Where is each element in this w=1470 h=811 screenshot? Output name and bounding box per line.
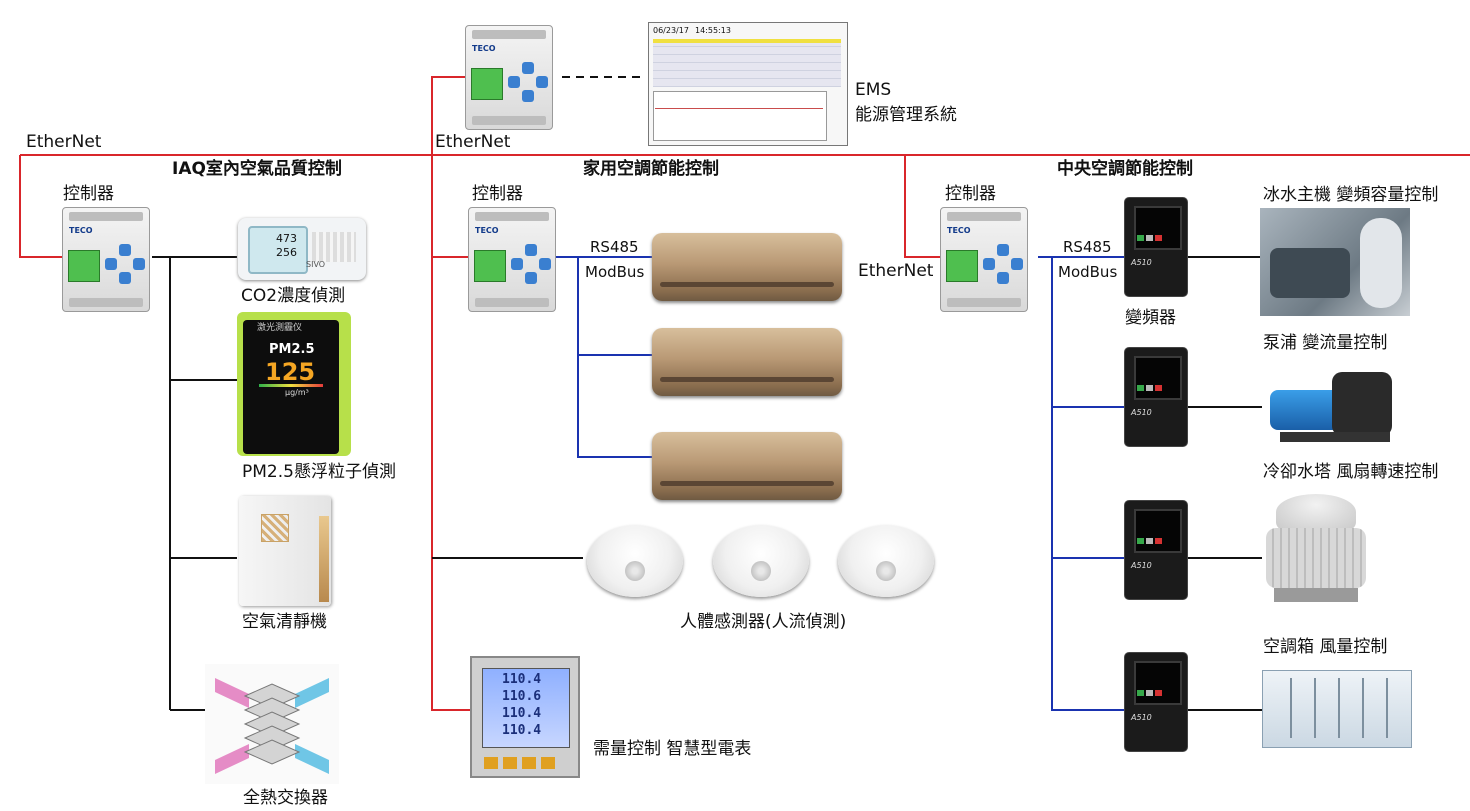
air-purifier xyxy=(239,496,331,606)
section-title-central-ac: 中央空調節能控制 xyxy=(1057,159,1193,179)
vfd-model: A510 xyxy=(1131,408,1152,417)
cooling-tower-label: 冷卻水塔 風扇轉速控制 xyxy=(1263,462,1439,482)
vfd-model: A510 xyxy=(1131,561,1152,570)
vfd-inverter: A510 xyxy=(1124,500,1188,600)
ethernet-label-center: EtherNet xyxy=(435,132,511,152)
vfd-inverter: A510 xyxy=(1124,197,1188,297)
home-ac-plc-controller: TECO xyxy=(468,207,556,312)
iaq-plc-controller: TECO xyxy=(62,207,150,312)
ems-title: EMS xyxy=(855,80,892,100)
modbus-lines xyxy=(556,256,1124,711)
modbus-label-home: ModBus xyxy=(585,263,645,281)
pir-sensor xyxy=(713,525,809,597)
ems-plc-controller: TECO xyxy=(465,25,553,130)
pir-sensor xyxy=(587,525,683,597)
pm25-meter: 激光測霾仪 PM2.5 125 μg/m³ xyxy=(237,312,351,456)
ethernet-label-left: EtherNet xyxy=(26,132,102,152)
chiller-photo xyxy=(1260,208,1410,316)
smart-meter: 110.4 110.6 110.4 110.4 xyxy=(470,656,580,778)
meter-reading-2: 110.6 xyxy=(502,689,542,704)
ahu-label: 空調箱 風量控制 xyxy=(1263,637,1388,657)
vfd-inverter: A510 xyxy=(1124,347,1188,447)
iaq-device-label-co2: CO2濃度偵測 xyxy=(241,286,346,306)
section-title-iaq: IAQ室內空氣品質控制 xyxy=(172,159,342,179)
section-title-home-ac: 家用空調節能控制 xyxy=(583,159,719,179)
ahu-photo xyxy=(1258,660,1414,752)
pm25-value: 125 xyxy=(265,358,316,386)
meter-reading-1: 110.4 xyxy=(502,672,542,687)
rs485-label-home: RS485 xyxy=(590,238,639,256)
meter-reading-4: 110.4 xyxy=(502,723,542,738)
pm25-header: 激光測霾仪 xyxy=(257,323,303,333)
ems-subtitle: 能源管理系統 xyxy=(855,105,957,125)
co2-brand: SIVO xyxy=(306,260,326,269)
chiller-label: 冰水主機 變頻容量控制 xyxy=(1263,185,1439,205)
pir-sensor xyxy=(838,525,934,597)
ac-indoor-unit xyxy=(652,328,842,396)
controller-label-central: 控制器 xyxy=(945,184,996,204)
central-ac-plc-controller: TECO xyxy=(940,207,1028,312)
ems-screen: 06/23/17 14:55:13 xyxy=(648,22,848,146)
iaq-io-lines xyxy=(152,256,1262,711)
vfd-model: A510 xyxy=(1131,713,1152,722)
controller-label-home: 控制器 xyxy=(472,184,523,204)
pump-photo xyxy=(1262,360,1410,448)
pump-label: 泵浦 變流量控制 xyxy=(1263,333,1388,353)
meter-reading-3: 110.4 xyxy=(502,706,542,721)
co2-value-1: 473 xyxy=(276,232,297,245)
heat-exchanger xyxy=(205,664,339,784)
ethernet-lines xyxy=(19,76,1470,711)
ac-indoor-unit xyxy=(652,233,842,301)
smart-meter-label: 需量控制 智慧型電表 xyxy=(593,739,752,759)
modbus-label-central: ModBus xyxy=(1058,263,1118,281)
ethernet-label-right: EtherNet xyxy=(858,261,934,281)
pm25-label: PM2.5 xyxy=(269,342,315,357)
vfd-model: A510 xyxy=(1131,258,1152,267)
pir-sensor-label: 人體感測器(人流偵測) xyxy=(680,612,847,632)
pm25-unit: μg/m³ xyxy=(285,388,309,397)
ems-screen-time: 14:55:13 xyxy=(695,26,731,35)
iaq-device-label-erv: 全熱交換器 xyxy=(243,788,328,808)
rs485-label-central: RS485 xyxy=(1063,238,1112,256)
ac-indoor-unit xyxy=(652,432,842,500)
vfd-label: 變頻器 xyxy=(1125,308,1176,328)
co2-sensor: 473 256 SIVO xyxy=(238,218,366,280)
co2-value-2: 256 xyxy=(276,246,297,259)
ems-screen-date: 06/23/17 xyxy=(653,26,689,35)
controller-label-iaq: 控制器 xyxy=(63,184,114,204)
iaq-device-label-pm25: PM2.5懸浮粒子偵測 xyxy=(242,462,396,482)
cooling-tower-photo xyxy=(1262,488,1370,606)
vfd-inverter: A510 xyxy=(1124,652,1188,752)
iaq-device-label-purifier: 空氣清靜機 xyxy=(242,612,327,632)
